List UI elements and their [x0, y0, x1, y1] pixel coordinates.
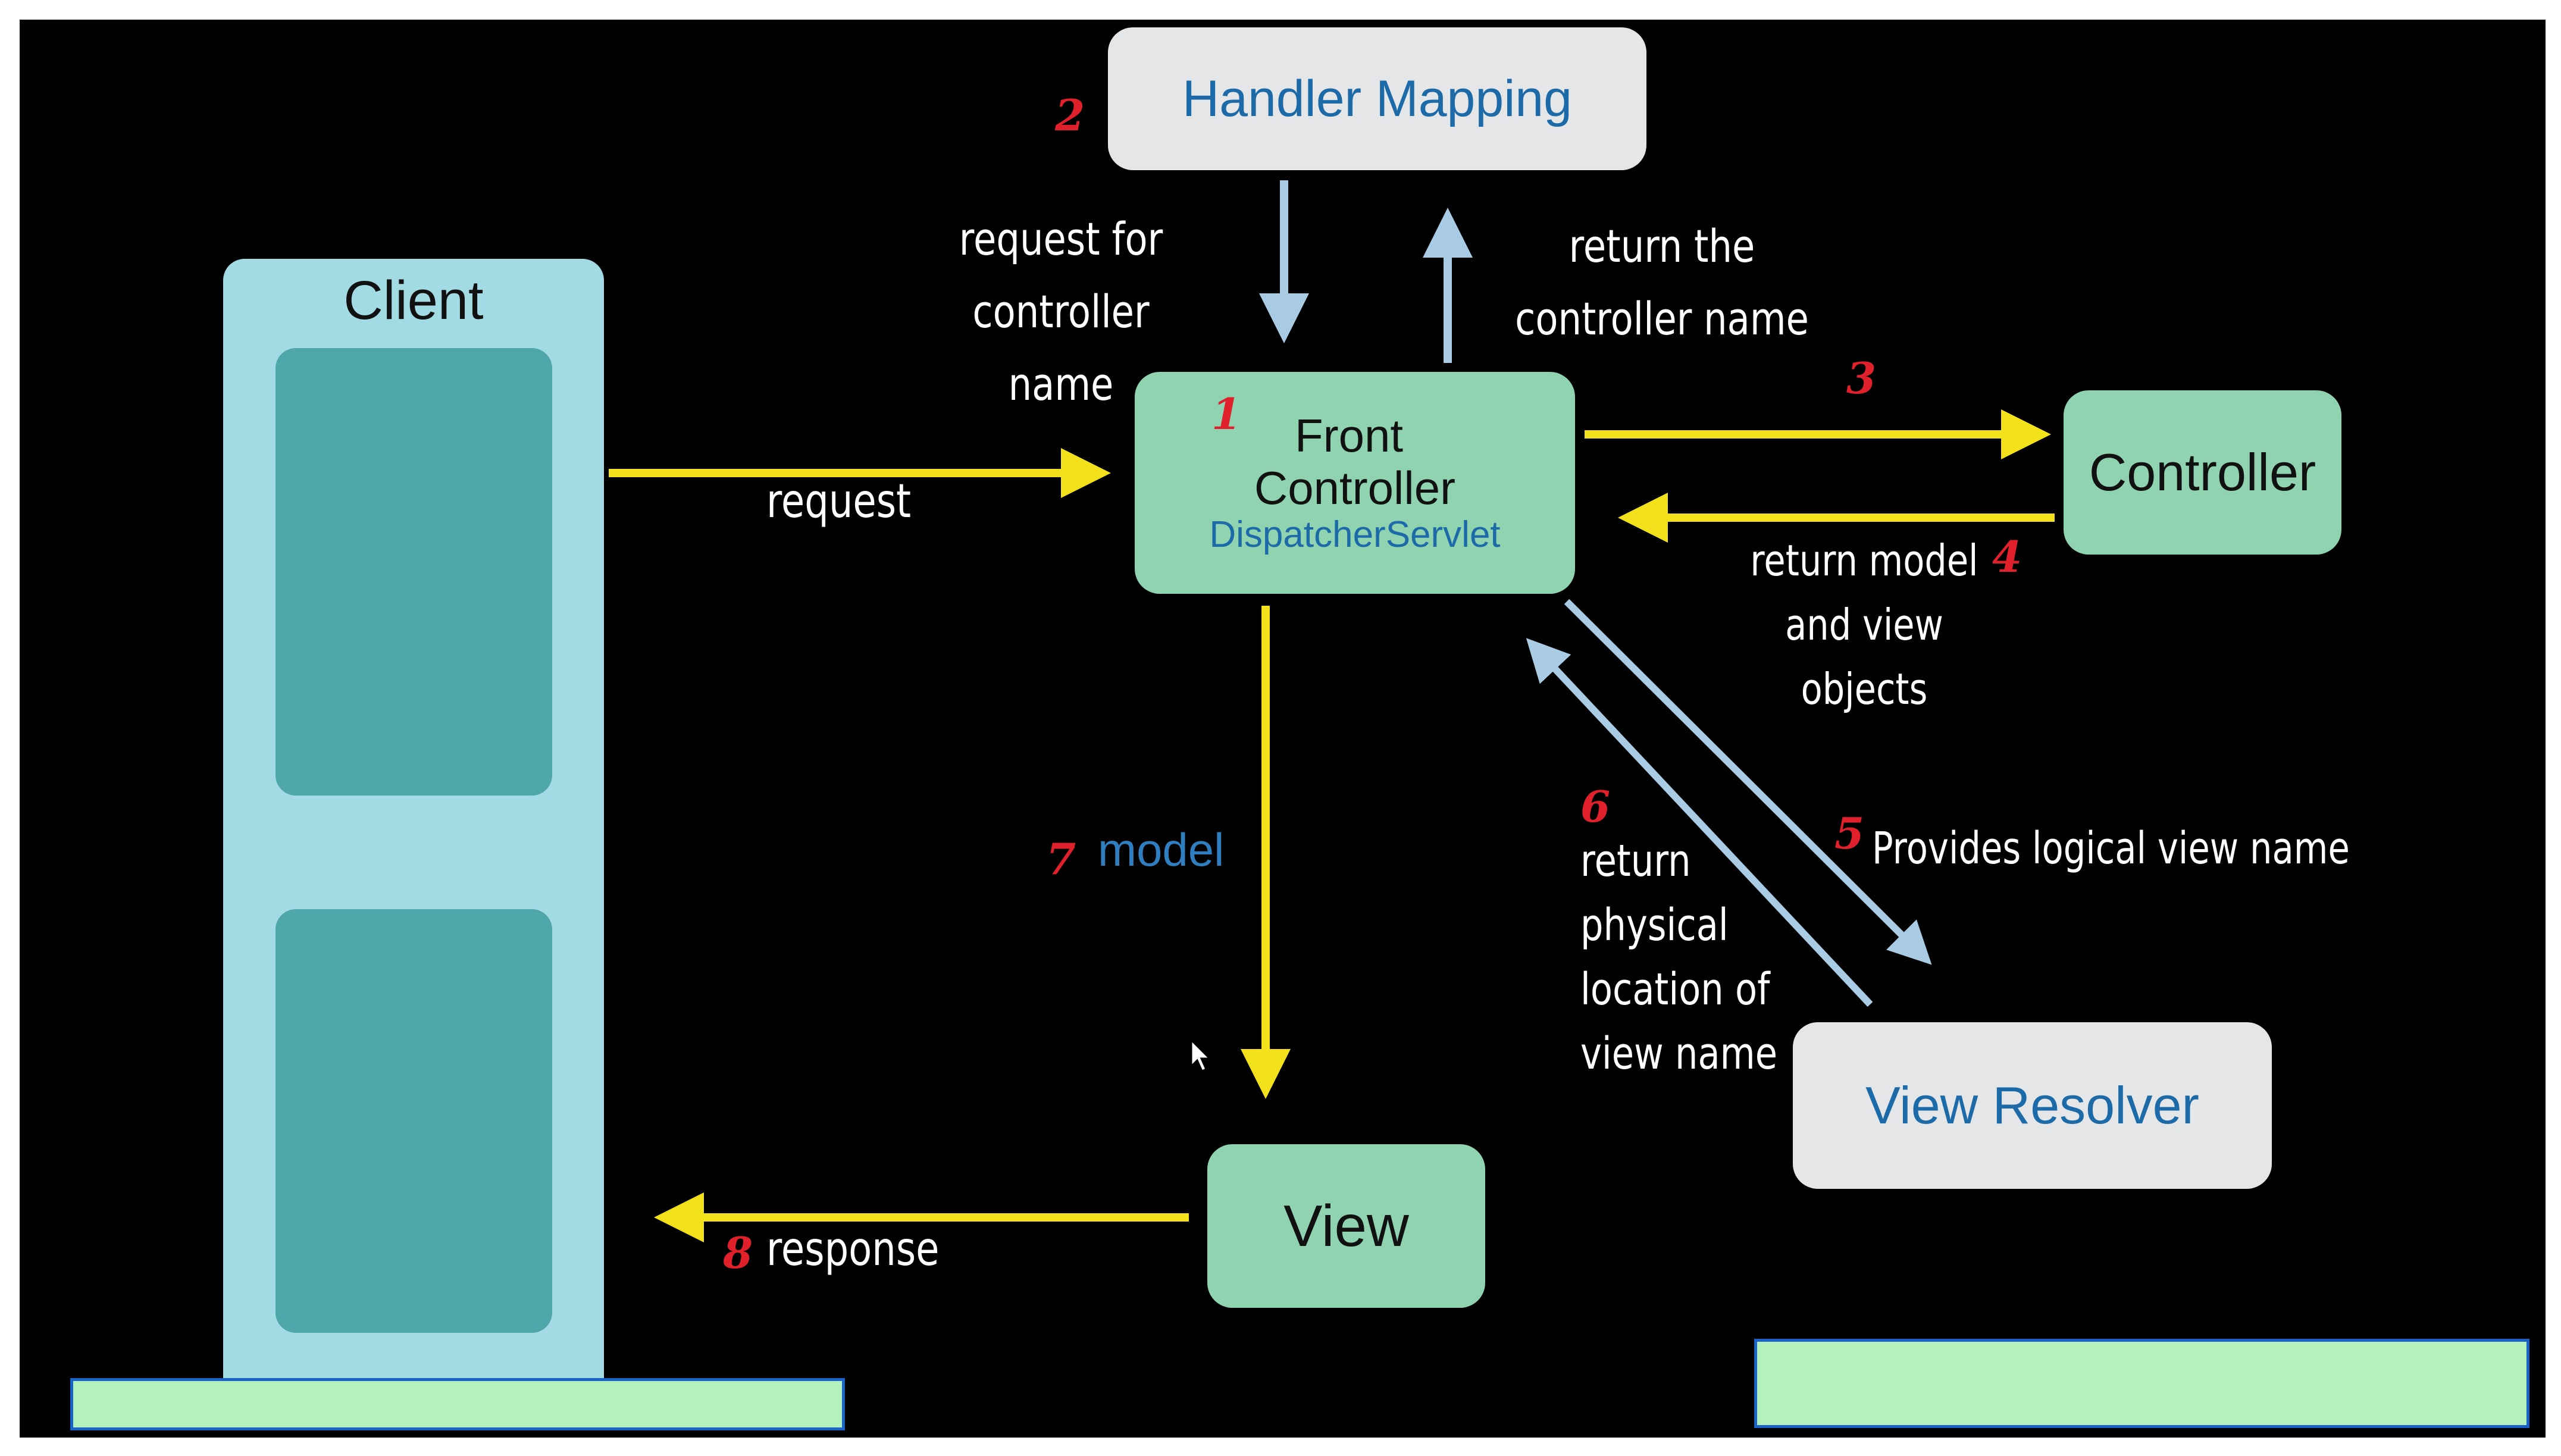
step-number-3: 3: [1846, 353, 1877, 403]
return-model-label: return model and view objects: [1750, 536, 1978, 714]
request-for-controller-label: request for controller name: [959, 212, 1163, 411]
flow-arrows: [609, 180, 2055, 1242]
step-number-5: 5: [1834, 808, 1865, 859]
overlay-bar-left: [70, 1378, 845, 1430]
overlay-bar-right: [1754, 1339, 2529, 1428]
front-controller-line1: Front: [1294, 409, 1404, 462]
front-controller-box: Front Controller DispatcherServlet: [1135, 372, 1575, 594]
view-resolver-label: View Resolver: [1865, 1076, 2199, 1135]
client-inner-block-bottom: [275, 909, 552, 1333]
model-label: model: [1098, 823, 1225, 876]
client-title: Client: [343, 270, 484, 331]
handler-mapping-label: Handler Mapping: [1182, 70, 1572, 127]
return-physical-location-label: return physical location of view name: [1580, 835, 1778, 1079]
dispatcher-servlet-label: DispatcherServlet: [1209, 514, 1501, 556]
handler-mapping-box: Handler Mapping: [1108, 27, 1646, 170]
view-box: View: [1207, 1144, 1485, 1308]
view-label: View: [1283, 1193, 1409, 1258]
controller-label: Controller: [2089, 443, 2316, 502]
client-panel: Client: [223, 259, 604, 1386]
arrow-physical-location: [1526, 638, 1873, 1007]
arrow-logical-view-name: [1564, 599, 1932, 965]
client-inner-block-top: [275, 348, 552, 796]
step-number-7: 7: [1046, 834, 1076, 884]
request-label: request: [766, 475, 912, 528]
front-controller-line2: Controller: [1254, 461, 1456, 514]
view-resolver-box: View Resolver: [1793, 1022, 2272, 1189]
controller-box: Controller: [2064, 390, 2341, 555]
step-number-4: 4: [1992, 531, 2022, 582]
diagram-canvas: Client Handler Mapping Front Controller …: [20, 20, 2546, 1438]
mouse-cursor-icon: [1190, 1039, 1212, 1072]
step-number-1: 1: [1211, 389, 1242, 439]
step-number-2: 2: [1055, 90, 1085, 140]
step-number-6: 6: [1580, 781, 1611, 832]
response-label: response: [766, 1223, 940, 1276]
provides-logical-view-name-label: Provides logical view name: [1872, 823, 2350, 874]
step-number-8: 8: [723, 1228, 753, 1278]
return-controller-name-label: return the controller name: [1515, 220, 1809, 345]
